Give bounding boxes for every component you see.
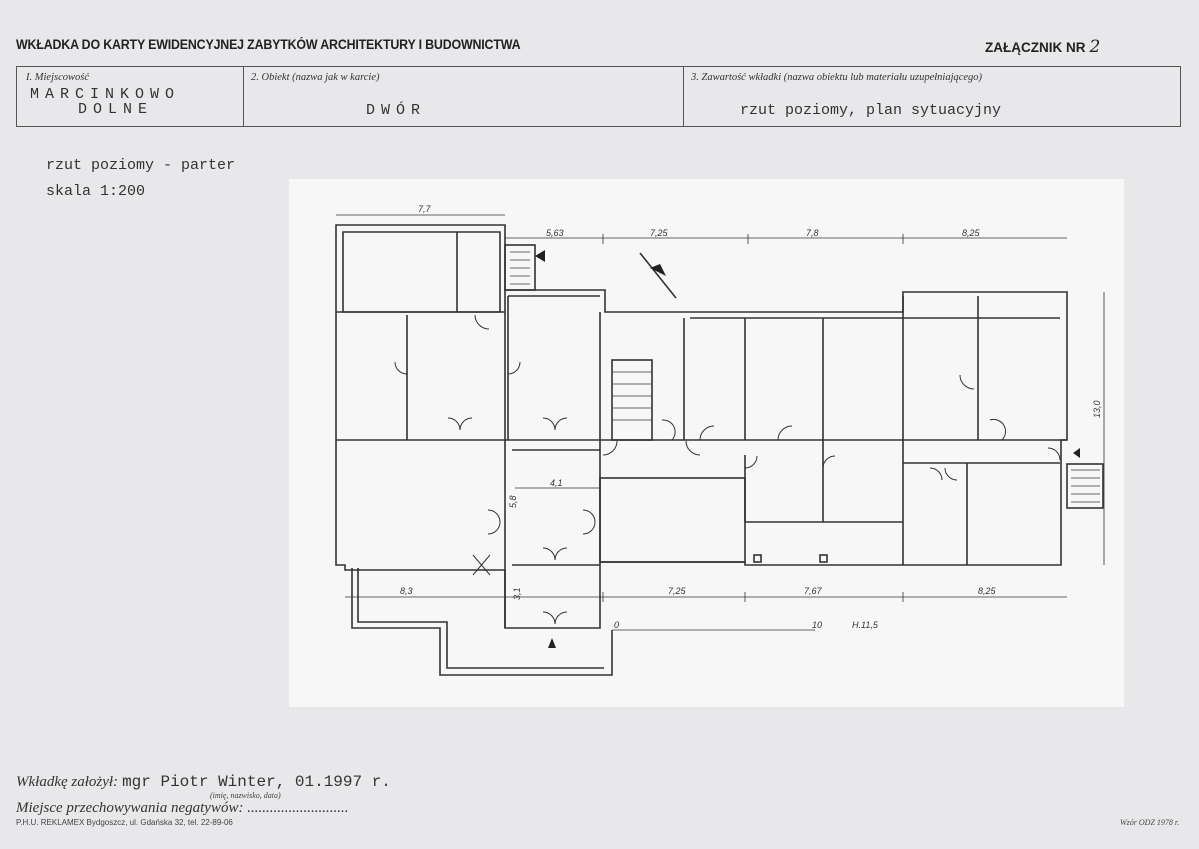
locality-value-line1: MARCINKOWO [30,86,181,103]
dimension-label: 8,25 [978,586,997,596]
dimension-label: 7,7 [418,204,432,214]
object-label: 2. Obiekt (nazwa jak w karcie) [251,72,380,83]
negatives-label: Miejsce przechowywania negatywów: [16,800,244,816]
attachment-number-value: 2 [1089,37,1101,57]
header-rule-bottom [16,126,1181,127]
scale-label: 10 [812,620,822,630]
wall-nw-block [342,231,501,313]
negatives-dots: ........................... [247,800,349,816]
form-reference: Wzór ODZ 1978 r. [1120,818,1180,827]
locality-label: I. Miejscowość [26,72,89,83]
contents-value: rzut poziomy, plan sytuacyjny [740,102,1002,119]
founder-hint: (imię, nazwisko, data) [210,791,281,800]
north-arrow [639,252,677,299]
field-divider-1 [243,66,244,127]
drawing-scale: skala 1:200 [46,183,146,200]
field-divider-left [16,66,17,127]
field-divider-2 [683,66,684,127]
dimension-label: 13,0 [1092,400,1102,418]
terrace [351,568,613,676]
dimension-label: 8,3 [400,586,413,596]
scale-label: 0 [614,620,619,630]
founder-value: mgr Piotr Winter, 01.1997 r. [122,773,391,791]
dimension-label: 5,8 [508,495,518,508]
room-south-center [599,477,746,563]
card-title: WKŁADKA DO KARTY EWIDENCYJNEJ ZABYTKÓW A… [16,37,521,52]
dimension-label: 4,1 [550,478,563,488]
founder-line: Wkładkę założył:mgr Piotr Winter, 01.199… [16,773,391,791]
drawing-caption: rzut poziomy - parter [46,157,236,174]
floor-plan: 7,7 5,63 7,25 7,8 8,25 4,1 5,8 13,0 8,3 … [289,179,1124,707]
object-value: DWÓR [366,102,427,119]
scale-note: H.11,5 [852,620,879,630]
negatives-line: Miejsce przechowywania negatywów: ......… [16,800,348,817]
central-stair [611,359,653,441]
field-divider-right [1180,66,1181,127]
dimension-label: 3,1 [512,587,522,600]
dimension-label: 5,63 [546,228,564,238]
publisher: P.H.U. REKLAMEX Bydgoszcz, ul. Gdańska 3… [16,818,233,827]
dimension-label: 7,25 [668,586,687,596]
dimension-label: 7,8 [806,228,819,238]
outer-wall [335,224,1068,629]
locality-value-line2: DOLNE [78,101,154,118]
attachment-label: ZAŁĄCZNIK NR [985,40,1086,55]
stair-east [1066,463,1104,509]
floor-plan-drawing: 7,7 5,63 7,25 7,8 8,25 4,1 5,8 13,0 8,3 … [335,204,1105,676]
stair-top [504,244,536,291]
contents-label: 3. Zawartość wkładki (nazwa obiektu lub … [691,72,983,83]
dimension-label: 8,25 [962,228,981,238]
dimension-label: 7,25 [650,228,669,238]
dimension-label: 7,67 [804,586,823,596]
founder-label: Wkładkę założył: [16,774,119,790]
header-rule-top [16,66,1181,67]
